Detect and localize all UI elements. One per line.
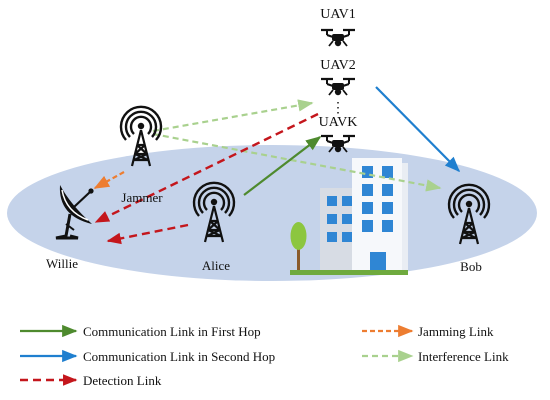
second-hop-link — [375, 86, 461, 173]
jammer-label: Jammer — [121, 190, 163, 205]
bob-label: Bob — [460, 259, 482, 274]
uavk-label: UAVK — [319, 115, 358, 130]
uav1-label: UAV1 — [320, 7, 356, 22]
uav2-label: UAV2 — [320, 58, 356, 73]
uav1-drone-icon — [319, 28, 357, 48]
legend-jamming-label: Jamming Link — [418, 324, 494, 339]
interference-link-jammer-uav — [152, 99, 314, 133]
uav-ellipsis: ⋮ — [331, 101, 345, 116]
office-building-icon — [290, 158, 408, 275]
first-hop-link — [243, 136, 322, 196]
jamming-link — [93, 171, 125, 189]
alice-label: Alice — [202, 258, 230, 273]
legend-second-hop-label: Communication Link in Second Hop — [83, 349, 275, 364]
detection-link-alice-willie — [106, 223, 189, 245]
uav2-drone-icon — [319, 77, 357, 97]
legend-first-hop-label: Communication Link in First Hop — [83, 324, 261, 339]
detection-link-uav-willie — [94, 112, 319, 224]
tree-icon — [290, 222, 307, 270]
legend: Communication Link in First Hop Communic… — [20, 324, 509, 388]
legend-detection-label: Detection Link — [83, 373, 162, 388]
legend-interference-label: Interference Link — [418, 349, 509, 364]
satellite-dish-icon — [55, 185, 94, 240]
interference-link-jammer-bob — [152, 132, 442, 192]
willie-label: Willie — [46, 256, 78, 271]
